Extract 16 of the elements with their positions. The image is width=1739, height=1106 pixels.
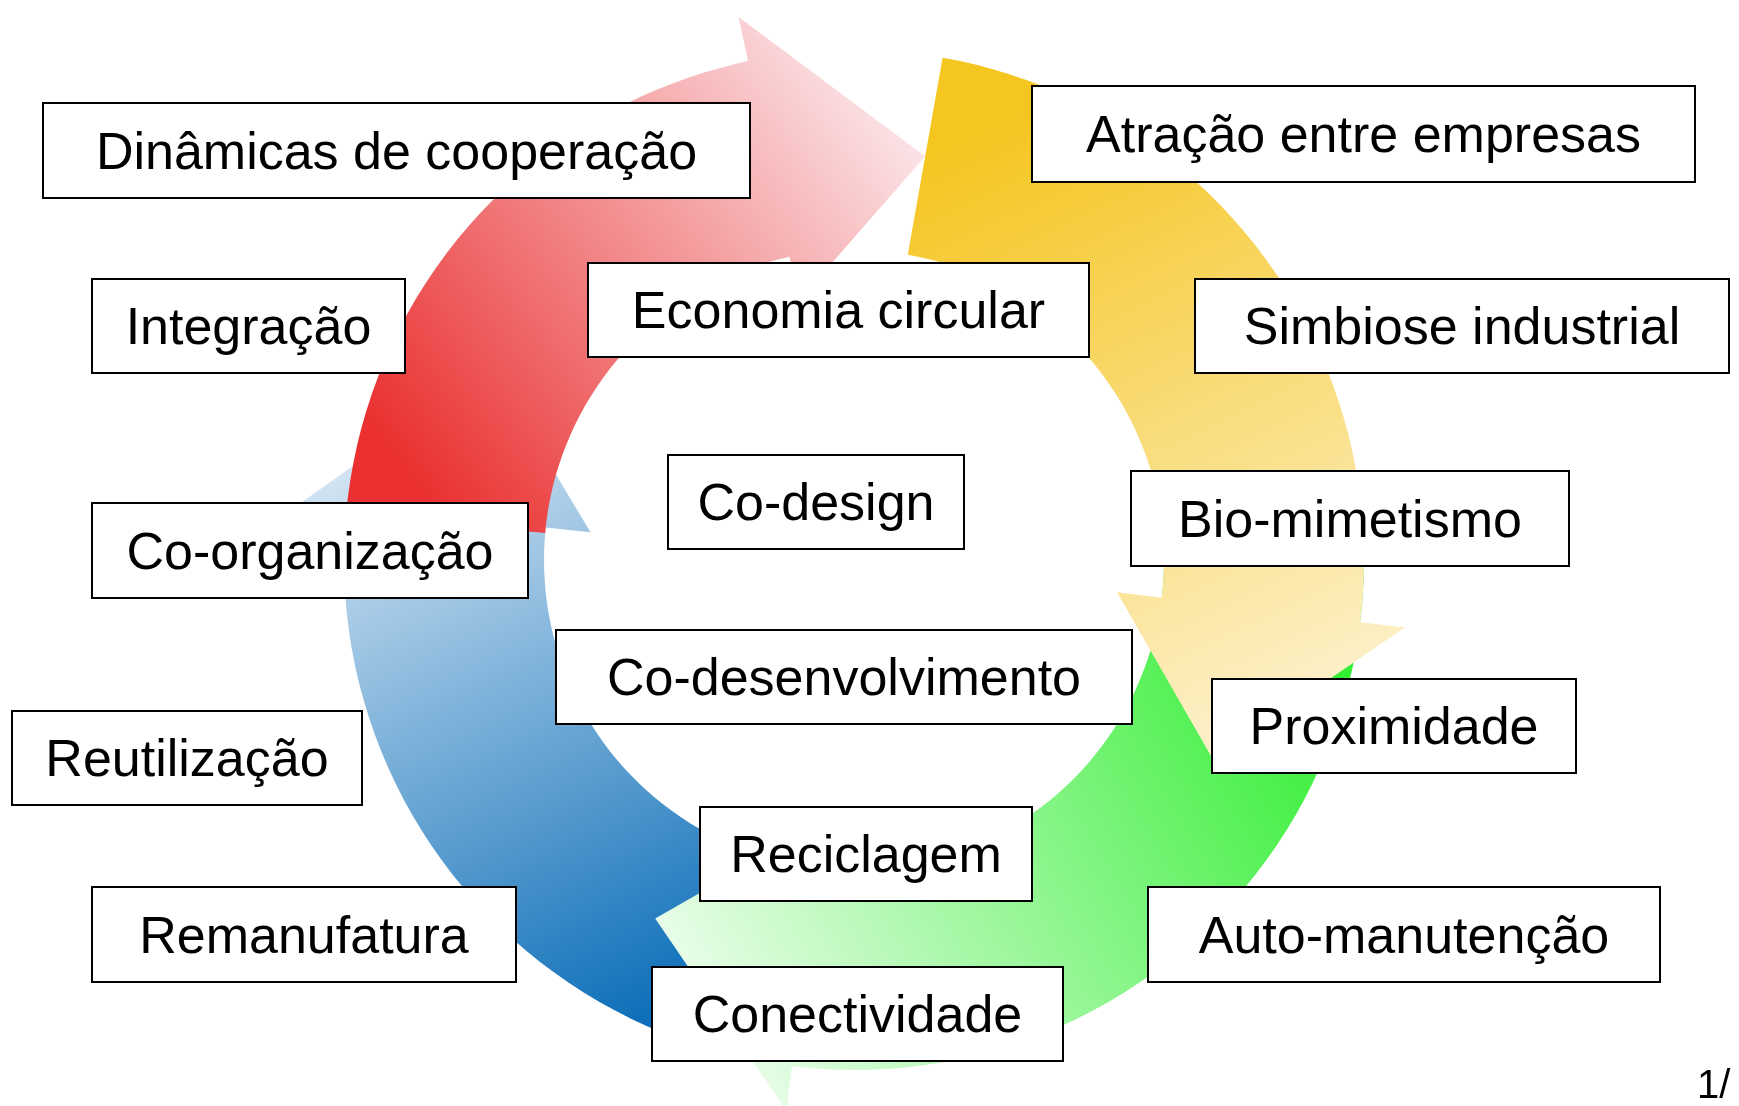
term-label: Dinâmicas de cooperação (95, 120, 698, 181)
term-label: Proximidade (1249, 696, 1539, 756)
term-label: Reciclagem (730, 824, 1002, 884)
term-label: Remanufatura (139, 904, 469, 965)
term-label: Co-design (697, 472, 935, 532)
term-label: Reutilização (45, 728, 329, 788)
term-label: Economia circular (631, 280, 1046, 340)
term-label: Conectividade (692, 984, 1023, 1044)
term-label: Co-desenvolvimento (607, 647, 1081, 707)
term-label: Simbiose industrial (1243, 296, 1681, 356)
page-number: 1/ (1697, 1062, 1731, 1106)
term-label: Auto-manutenção (1198, 904, 1610, 965)
term-label: Integração (125, 296, 372, 356)
term-label: Atração entre empresas (1086, 104, 1641, 164)
term-label: Bio-mimetismo (1178, 488, 1522, 549)
term-label: Co-organização (126, 520, 494, 581)
